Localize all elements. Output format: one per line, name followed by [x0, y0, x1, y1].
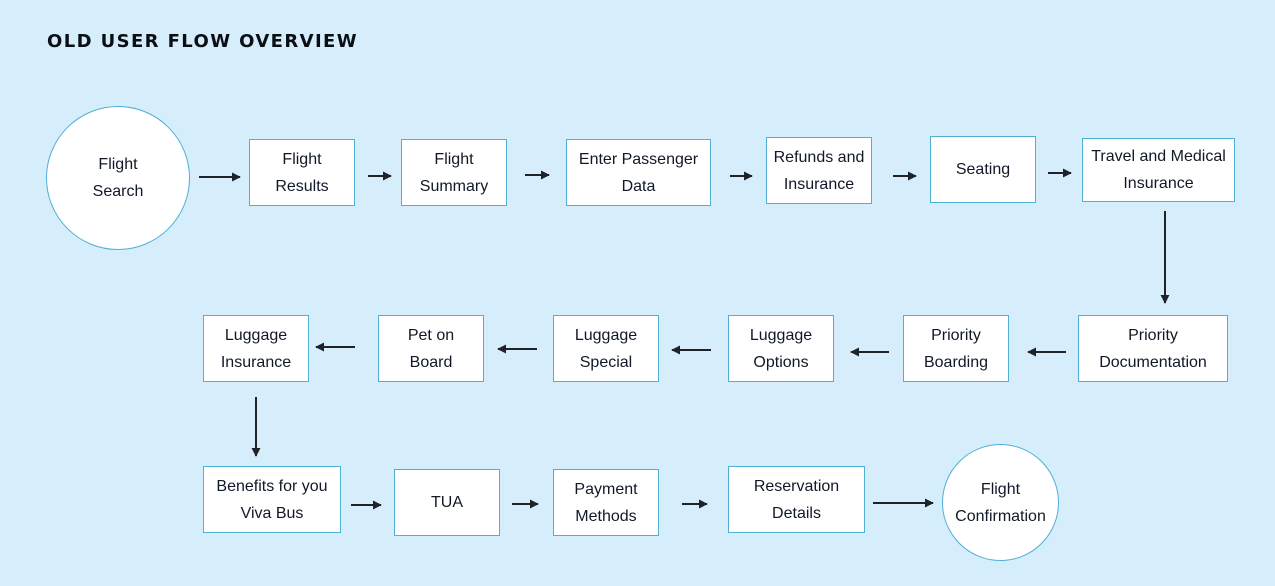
node-refunds-and-insurance: Refunds and Insurance [766, 137, 872, 204]
node-flight-search: Flight Search [46, 106, 190, 250]
node-priority-boarding: Priority Boarding [903, 315, 1009, 382]
node-priority-documentation: Priority Documentation [1078, 315, 1228, 382]
node-luggage-special: Luggage Special [553, 315, 659, 382]
node-benefits-viva-bus: Benefits for you Viva Bus [203, 466, 341, 533]
node-payment-methods: Payment Methods [553, 469, 659, 536]
node-flight-confirmation: Flight Confirmation [942, 444, 1059, 561]
node-reservation-details: Reservation Details [728, 466, 865, 533]
node-tua: TUA [394, 469, 500, 536]
node-seating: Seating [930, 136, 1036, 203]
node-pet-on-board: Pet on Board [378, 315, 484, 382]
node-enter-passenger-data: Enter Passenger Data [566, 139, 711, 206]
node-travel-medical-insurance: Travel and Medical Insurance [1082, 138, 1235, 202]
diagram-title: OLD USER FLOW OVERVIEW [47, 31, 359, 52]
node-flight-summary: Flight Summary [401, 139, 507, 206]
node-flight-results: Flight Results [249, 139, 355, 206]
node-luggage-insurance: Luggage Insurance [203, 315, 309, 382]
node-luggage-options: Luggage Options [728, 315, 834, 382]
